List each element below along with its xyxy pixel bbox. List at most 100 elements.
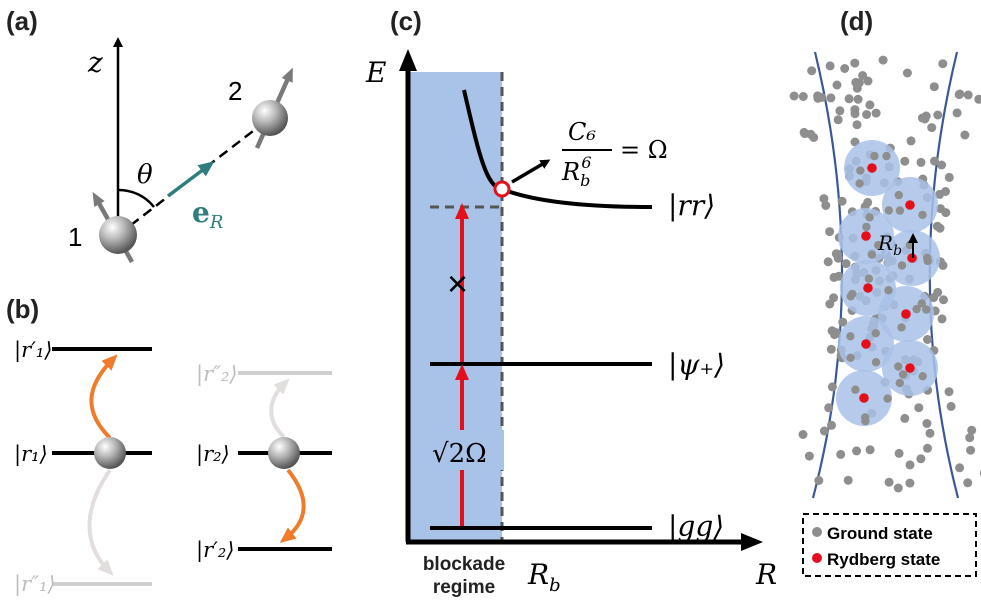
ground-state-atom	[865, 445, 875, 455]
ground-state-atom	[804, 451, 814, 461]
ground-state-atom	[927, 123, 937, 133]
ground-state-atom	[851, 77, 861, 87]
ground-state-atom	[867, 250, 877, 259]
unit-vector-arrow	[166, 161, 215, 198]
blockade-label-line1: blockade	[423, 554, 505, 575]
ground-state-atom	[800, 129, 810, 139]
ground-state-atom	[832, 80, 842, 90]
theta-arc	[117, 188, 155, 208]
ground-state-atom	[870, 151, 879, 161]
rydberg-atom	[861, 339, 871, 349]
ground-state-atom	[846, 332, 855, 341]
ground-state-atom	[895, 206, 905, 215]
atom-ball-1	[94, 437, 126, 469]
ground-state-atom	[941, 187, 950, 196]
ground-state-atom	[967, 425, 977, 435]
atom-1-label: 1	[68, 222, 82, 252]
ground-state-atom	[853, 94, 863, 104]
ground-state-atom	[884, 477, 894, 487]
ground-state-atom	[944, 387, 954, 397]
ground-state-atom	[863, 76, 873, 86]
ground-state-atom	[865, 100, 875, 110]
ground-state-atom	[846, 292, 855, 301]
ground-state-atom	[841, 259, 851, 269]
ket-r2-prime: |r′₂⟩	[196, 538, 235, 563]
ground-state-atom	[798, 92, 808, 101]
ground-state-atom	[922, 305, 931, 314]
distance-axis-label: R	[755, 558, 777, 591]
ground-state-atom	[883, 394, 892, 403]
ground-state-atom	[894, 362, 903, 371]
ground-state-atom	[893, 483, 903, 493]
ket-r1: |r₁⟩	[14, 442, 48, 467]
ground-state-atom	[955, 89, 965, 99]
ground-state-atom	[827, 420, 836, 430]
theta-label: θ	[137, 160, 153, 190]
rydberg-atom	[859, 393, 869, 403]
ground-state-atom	[813, 91, 823, 101]
rydberg-atom	[905, 363, 915, 373]
legend-rydberg-marker	[812, 553, 822, 563]
ground-state-atom	[821, 201, 831, 210]
ground-state-atom	[944, 172, 954, 182]
transition-arrow-down-atom1	[87, 468, 114, 576]
ground-state-atom	[825, 61, 835, 71]
ground-state-atom	[884, 206, 893, 215]
ground-state-atom	[938, 59, 948, 69]
ground-state-atom	[905, 460, 915, 470]
ground-state-atom	[807, 66, 817, 76]
crossing-point-marker	[493, 180, 511, 198]
blockade-region	[408, 72, 502, 542]
ground-state-atom	[833, 249, 843, 259]
ground-state-atom	[938, 260, 948, 270]
atom-2-label: 2	[228, 76, 242, 106]
ground-state-atom	[837, 196, 847, 206]
ground-state-atom	[937, 314, 947, 324]
panel-d: (d) Rb Ground state Rydberg state	[789, 6, 981, 577]
ground-state-atom	[946, 401, 956, 411]
ground-state-atom	[862, 110, 872, 119]
z-axis-label: z	[87, 46, 103, 79]
rydberg-atom	[861, 231, 871, 241]
ground-state-atom	[905, 478, 915, 488]
legend-rydberg-label: Rydberg state	[827, 550, 940, 569]
ground-state-atom	[824, 403, 834, 413]
ground-state-atom	[912, 304, 921, 314]
ground-state-atom	[882, 151, 891, 161]
ground-state-atom	[834, 271, 844, 281]
ket-psi-plus: |ψ₊⟩	[668, 348, 725, 381]
rb-marker-label: Rb	[877, 231, 902, 259]
ground-state-atom	[833, 115, 843, 125]
ground-state-atom	[827, 382, 837, 392]
blocked-transition-mark: ×	[447, 263, 468, 304]
legend-ground-label: Ground state	[827, 524, 933, 543]
ground-state-atom	[894, 448, 904, 458]
ground-state-atom	[898, 370, 908, 379]
ket-r1-prime: |r′₁⟩	[14, 338, 53, 363]
transition-arrow-up-atom2	[269, 378, 290, 439]
panel-a-label: (a)	[6, 6, 38, 36]
ground-state-atom	[874, 241, 883, 250]
condition-numerator: C₆	[568, 118, 596, 146]
ground-state-atom	[895, 378, 904, 388]
energy-axis-label: E	[365, 56, 386, 89]
coupling-label: √2Ω	[432, 439, 487, 469]
ground-state-atom	[878, 55, 888, 65]
rydberg-atom	[867, 163, 877, 173]
ground-state-atom	[933, 110, 943, 120]
ground-state-atom	[789, 91, 799, 101]
blockade-condition: C₆ Rb6 = Ω	[561, 118, 668, 190]
legend-box	[802, 513, 977, 577]
panel-b: (b) |r′₁⟩ |r₁⟩ |r″₁⟩ |r″₂⟩ |r₂⟩ |r′₂⟩	[6, 294, 332, 597]
ground-state-atom	[966, 445, 976, 455]
ground-state-atom	[963, 478, 973, 488]
ground-state-atom	[923, 443, 932, 453]
ground-state-atom	[922, 419, 932, 428]
coupling-label-bg	[426, 430, 504, 470]
ground-state-atom	[932, 221, 942, 231]
ground-state-atom	[933, 287, 943, 297]
ground-state-atom	[835, 106, 845, 116]
legend: Ground state Rydberg state	[802, 513, 977, 577]
ground-state-atom	[897, 261, 907, 270]
